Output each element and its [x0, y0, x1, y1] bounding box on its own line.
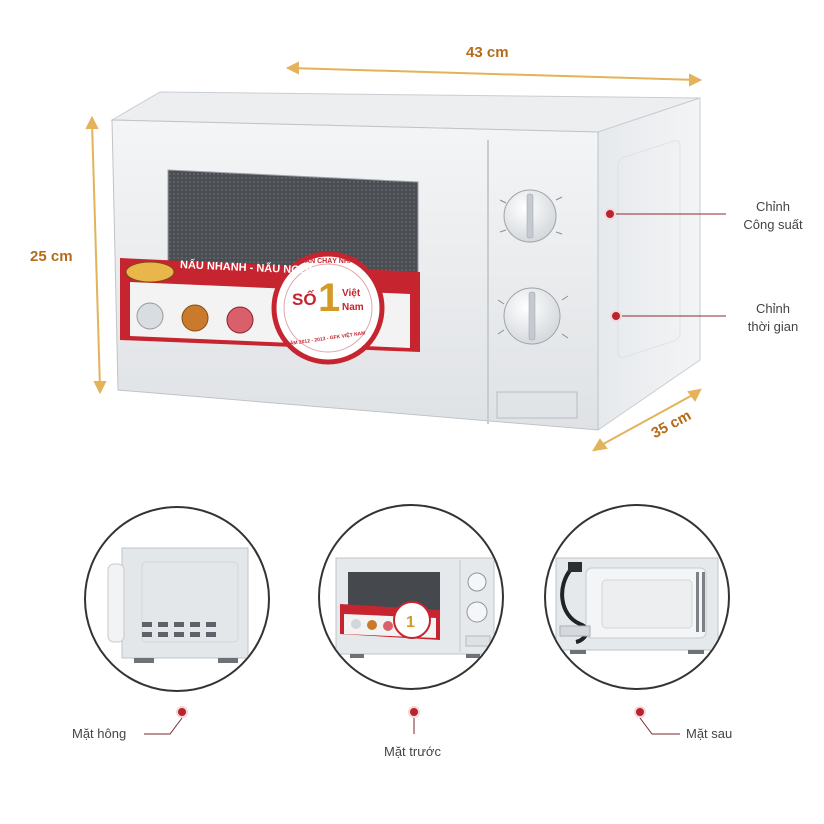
svg-text:1: 1: [406, 614, 415, 631]
badge-nam-text: Nam: [342, 302, 364, 313]
brand-logo: [125, 261, 175, 283]
side-view-illustration: [107, 547, 249, 663]
width-dimension-label: 43 cm: [466, 44, 509, 61]
feature-icon-defrost: [136, 302, 164, 330]
badge-viet-text: Việt: [342, 288, 361, 299]
microwave-right-side: [597, 97, 701, 431]
timer-callout-dot: [610, 310, 622, 322]
badge-so-text: SỐ: [292, 290, 317, 309]
width-dimension-line: [289, 67, 699, 81]
feature-icon-meat: [226, 306, 254, 334]
badge-number: 1: [318, 276, 341, 320]
height-dimension-label: 25 cm: [30, 248, 73, 265]
back-view-illustration: [555, 557, 719, 654]
door-release-button: [496, 391, 578, 419]
best-seller-badge: [271, 251, 385, 365]
height-dimension-line: [91, 121, 101, 389]
depth-dimension-line: [595, 391, 699, 449]
back-view-dot: [634, 706, 646, 718]
timer-callout-label: Chỉnh thời gian: [747, 301, 799, 334]
view-pointer-lines: [144, 717, 680, 735]
side-view-label: Mặt hông: [72, 726, 127, 741]
side-view-circle: [84, 506, 270, 692]
front-view-dot: [408, 706, 420, 718]
microwave-main-illustration: [85, 61, 726, 452]
front-view-label: Mặt trước: [384, 744, 441, 759]
back-view-circle: [544, 504, 730, 690]
badge-top-text: BÁN CHẠY NHẤT: [300, 258, 359, 265]
side-view-dot: [176, 706, 188, 718]
power-callout-label: Chỉnh Công suất: [743, 199, 803, 232]
feature-icon-cook: [181, 304, 209, 332]
power-callout-dot: [604, 208, 616, 220]
front-view-circle: 1: [318, 504, 504, 690]
front-view-illustration: 1: [335, 557, 495, 658]
back-view-label: Mặt sau: [686, 726, 733, 741]
